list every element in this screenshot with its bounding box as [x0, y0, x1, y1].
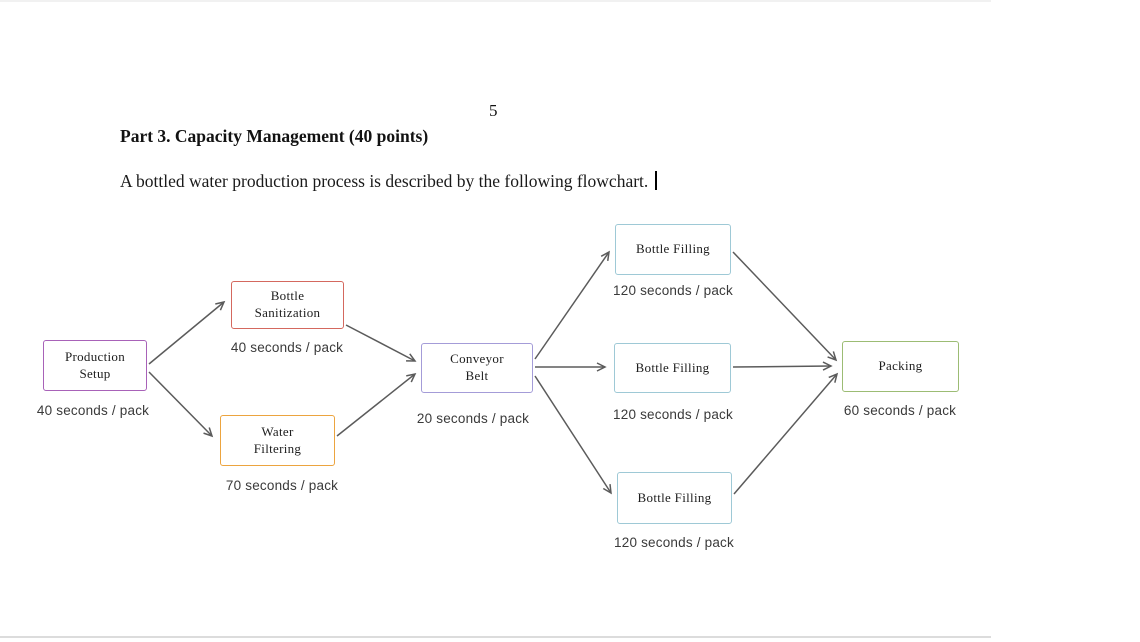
- page-number: 5: [489, 101, 498, 120]
- flowchart-arrows: [148, 250, 839, 495]
- flow-node-label: Bottle Filling: [637, 489, 712, 505]
- rate-label-bottle-sanitization: 40 seconds / pack: [230, 340, 344, 355]
- flow-arrow-water-filtering-to-conveyor-belt: [336, 372, 417, 437]
- text-cursor: [655, 171, 658, 190]
- flow-arrow-production-setup-to-water-filtering: [148, 371, 214, 438]
- flow-arrow-bottle-sanitization-to-conveyor-belt: [345, 324, 417, 362]
- flow-node-conveyor-belt: Conveyor Belt: [421, 343, 533, 393]
- flow-arrow-bottle-filling-2-to-packing: [732, 361, 833, 371]
- flow-arrow-conveyor-belt-to-bottle-filling-1: [534, 250, 610, 360]
- rate-label-production-setup: 40 seconds / pack: [36, 403, 150, 418]
- flow-node-label: Bottle Filling: [635, 359, 710, 375]
- flow-node-bottle-filling-2: Bottle Filling: [614, 343, 731, 393]
- flow-node-packing: Packing: [842, 341, 959, 392]
- section-heading: Part 3. Capacity Management (40 points): [120, 126, 429, 146]
- flow-node-water-filtering: Water Filtering: [220, 415, 335, 466]
- flow-node-label: Water Filtering: [253, 423, 302, 456]
- body-text: A bottled water production process is de…: [120, 171, 649, 191]
- flow-node-label: Bottle Filling: [636, 241, 710, 257]
- flow-node-production-setup: Production Setup: [43, 340, 147, 391]
- flow-arrow-production-setup-to-bottle-sanitization: [148, 300, 226, 365]
- rate-label-water-filtering: 70 seconds / pack: [225, 478, 339, 493]
- flow-node-bottle-filling-1: Bottle Filling: [615, 224, 731, 275]
- flow-node-label: Packing: [878, 358, 923, 374]
- flow-node-label: Bottle Sanitization: [254, 288, 321, 320]
- flow-arrow-bottle-filling-3-to-packing: [733, 372, 839, 495]
- rate-label-conveyor-belt: 20 seconds / pack: [416, 411, 530, 426]
- rate-label-bottle-filling-1: 120 seconds / pack: [613, 283, 733, 298]
- rate-label-bottle-filling-3: 120 seconds / pack: [614, 535, 734, 550]
- flow-arrow-bottle-filling-1-to-packing: [732, 251, 838, 362]
- rate-label-packing: 60 seconds / pack: [843, 403, 957, 418]
- flow-arrow-conveyor-belt-to-bottle-filling-3: [534, 375, 612, 495]
- page-bottom-edge: [0, 636, 991, 638]
- flow-node-bottle-filling-3: Bottle Filling: [617, 472, 732, 524]
- page-top-edge: [0, 0, 991, 2]
- flowchart-figure[interactable]: Production Setup Bottle Sanitization Wat…: [0, 205, 1000, 575]
- flow-node-label: Production Setup: [64, 348, 126, 381]
- body-paragraph[interactable]: A bottled water production process is de…: [120, 171, 658, 192]
- flow-node-label: Conveyor Belt: [450, 351, 504, 383]
- flow-node-bottle-sanitization: Bottle Sanitization: [231, 281, 344, 329]
- rate-label-bottle-filling-2: 120 seconds / pack: [613, 407, 733, 422]
